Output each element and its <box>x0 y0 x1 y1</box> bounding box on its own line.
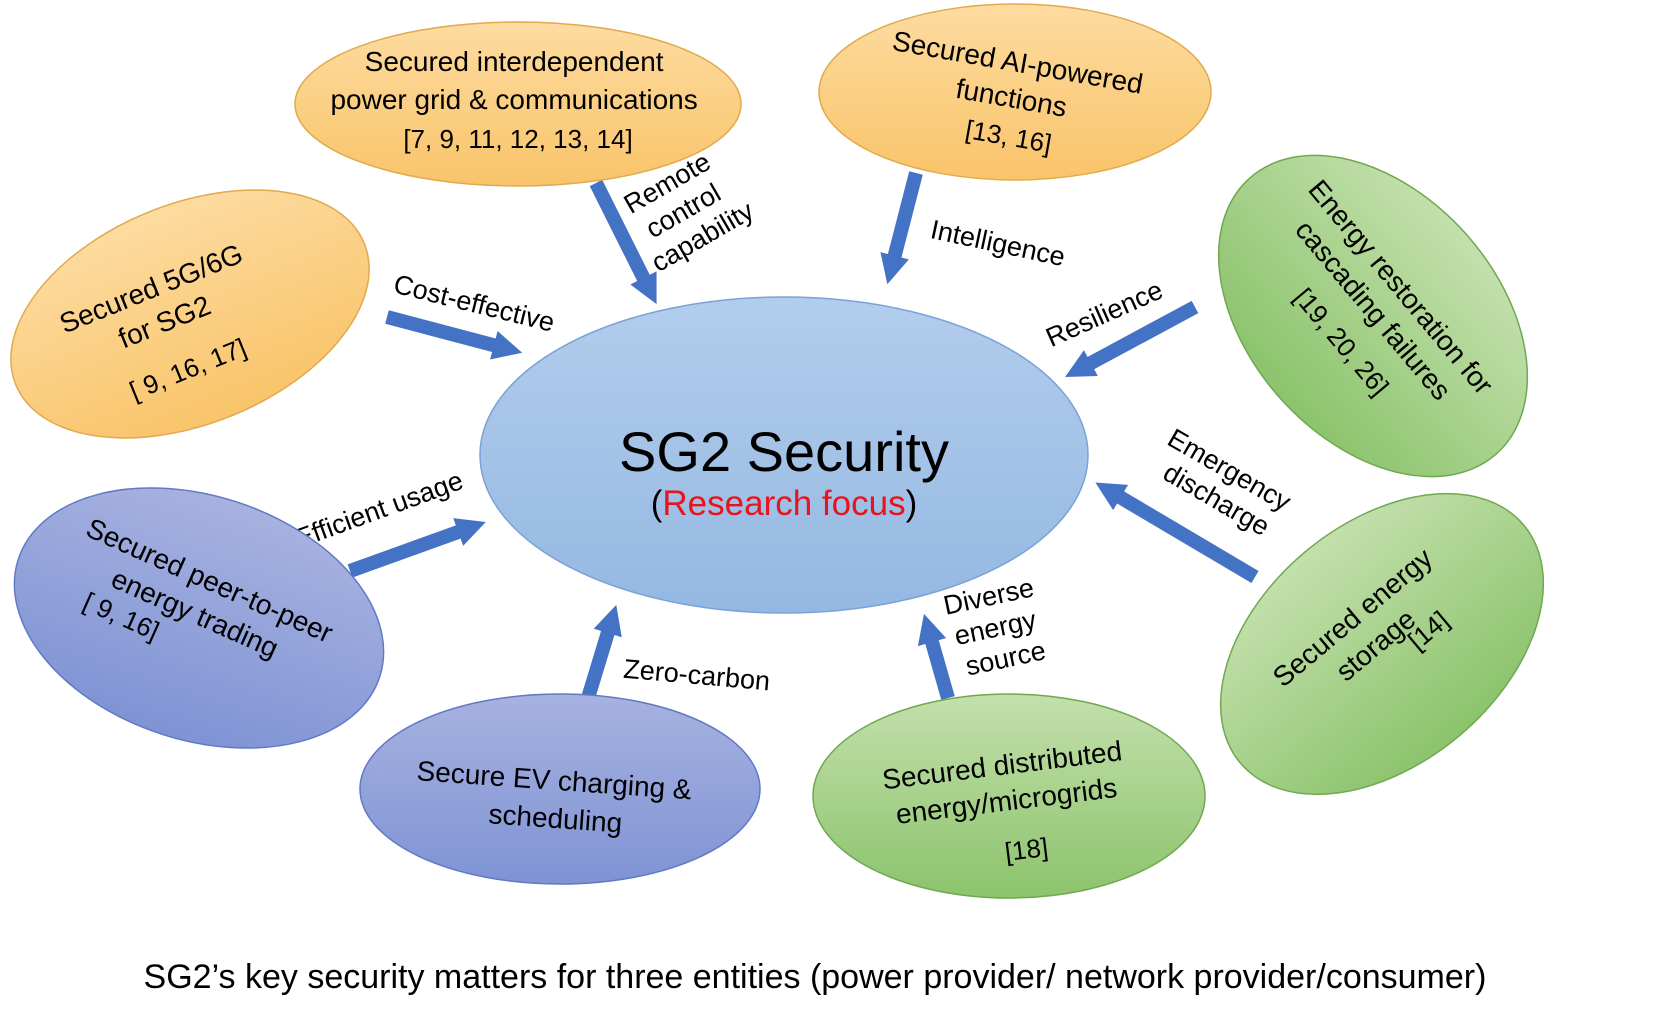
edge-label-intelligence: Intelligence <box>928 214 1068 272</box>
caption: SG2’s key security matters for three ent… <box>144 958 1487 996</box>
subtitle-close-paren: ) <box>906 484 918 523</box>
node-line: Secured interdependent <box>365 46 664 77</box>
node-refs: [18] <box>1003 832 1050 867</box>
node-storage: Secured energy storage [14] <box>1219 492 1545 796</box>
subtitle-open-paren: ( <box>651 484 663 523</box>
arrow-zero-carbon <box>581 604 622 701</box>
arrow-remote-control <box>589 179 657 305</box>
arrow-emergency-discharge <box>1095 482 1259 584</box>
center-node: SG2 Security (Research focus) <box>479 296 1089 614</box>
node-ev: Secure EV charging & scheduling <box>359 693 761 885</box>
node-grid-comms: Secured interdependent power grid & comm… <box>294 21 742 187</box>
node-ai: Secured AI-powered functions [13, 16] <box>818 3 1212 181</box>
edge-label-zero-carbon: Zero-carbon <box>622 654 771 697</box>
svg-text:Secured peer-to-peer ene: Secured peer-to-peer energy trading [ 9,… <box>54 512 345 714</box>
edge-label-resilience: Resilience <box>1041 275 1167 353</box>
center-subtitle-text: Research focus <box>662 484 905 523</box>
edge-label-diverse-energy: Diverse energy source <box>941 571 1057 684</box>
arrow-cost-effective <box>385 310 523 360</box>
arrow-intelligence <box>880 171 923 285</box>
arrow-resilience <box>1065 300 1199 377</box>
svg-text:Secured interdependent p: Secured interdependent power grid & comm… <box>330 46 705 154</box>
center-subtitle: (Research focus) <box>651 484 917 523</box>
arrow-efficient-usage <box>347 518 486 578</box>
arrow-diverse-energy <box>917 613 955 700</box>
center-title: SG2 Security <box>619 420 949 483</box>
arrows <box>347 171 1259 701</box>
node-p2p: Secured peer-to-peer energy trading [ 9,… <box>13 487 385 749</box>
node-line: power grid & communications <box>330 84 697 115</box>
node-restoration: Energy restoration for cascading failure… <box>1217 154 1529 478</box>
node-5g-6g: Secured 5G/6G for SG2 [ 9, 16, 17] <box>10 189 370 439</box>
node-refs: [7, 9, 11, 12, 13, 14] <box>403 124 632 154</box>
node-microgrids: Secured distributed energy/microgrids [1… <box>812 693 1206 899</box>
